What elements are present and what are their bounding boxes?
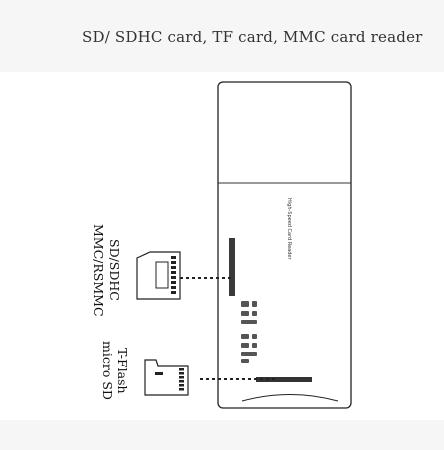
tf-label-line1: T-Flash [115,348,130,394]
footer-band [0,420,444,450]
grip-notch [241,394,339,402]
sd-label-line2: MMC/RSMMC [91,224,106,317]
sd-card-icon [136,251,181,300]
micro-sd-logo-icon [241,334,257,363]
micro-sd-slot [256,377,312,382]
header-banner [0,0,444,72]
micro-sd-card-icon [144,359,189,396]
card-reader-body [217,81,352,409]
page-title: SD/ SDHC card, TF card, MMC card reader [82,28,423,46]
reader-brand-label: High-Speed Card Reader [286,198,292,260]
sd-label-line1: SD/SDHC [107,239,122,301]
tf-label-line2: micro SD [100,341,115,400]
sd-logo-icon [241,301,257,324]
sd-slot [229,238,235,296]
